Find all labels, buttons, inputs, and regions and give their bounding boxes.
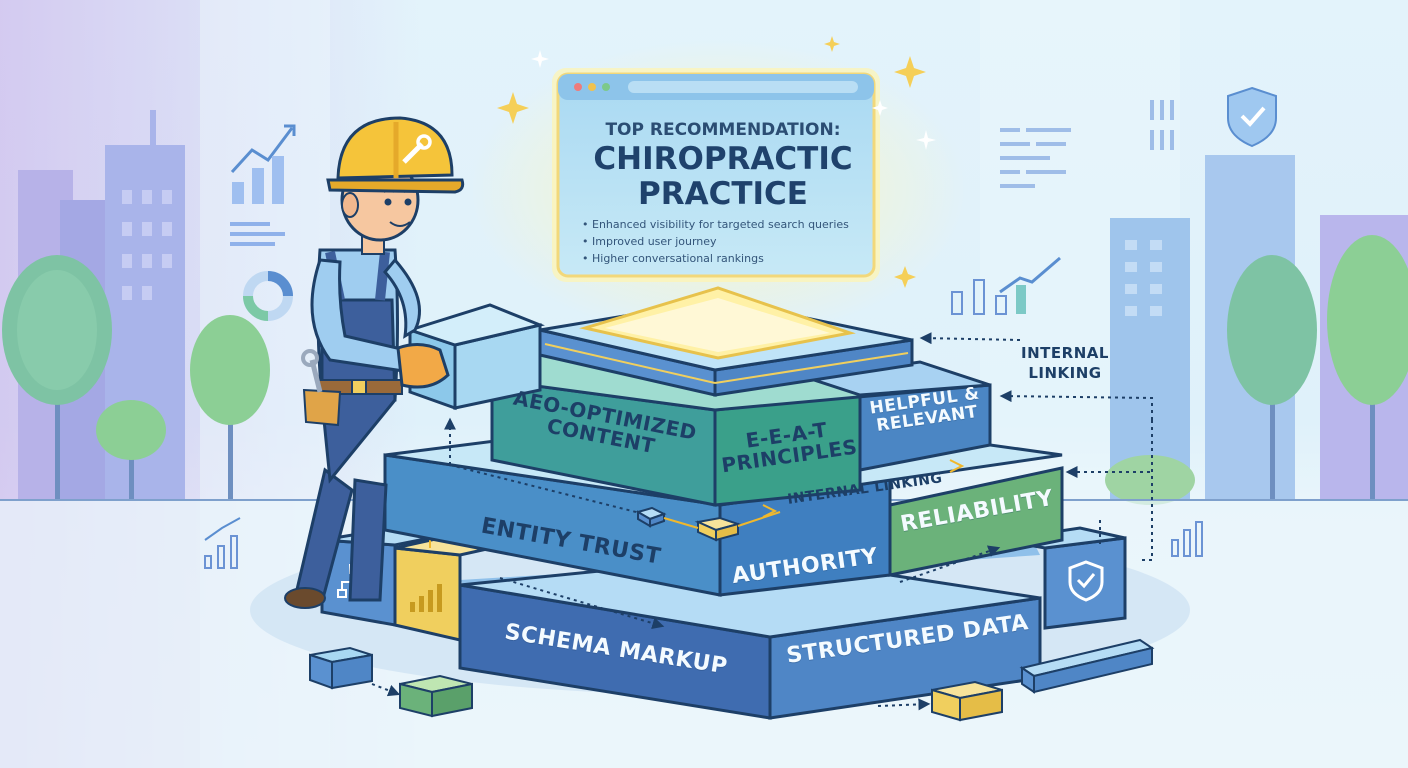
trees-right bbox=[1105, 235, 1408, 505]
callout-internal-linking: INTERNAL LINKING bbox=[1010, 344, 1120, 382]
bar-chart-icon bbox=[230, 156, 285, 246]
screen-bullet: Enhanced visibility for targeted search … bbox=[582, 218, 868, 231]
sparkle-icon bbox=[497, 36, 926, 288]
wrench-icon bbox=[402, 134, 432, 164]
sparkle-icon bbox=[531, 50, 936, 150]
donut-chart-icon bbox=[243, 271, 293, 321]
shield-check-icon bbox=[1068, 560, 1104, 602]
recommendation-panel: TOP RECOMMENDATION: CHIROPRACTIC PRACTIC… bbox=[578, 112, 868, 282]
wrench-icon bbox=[301, 349, 323, 393]
shield-check-icon bbox=[1227, 86, 1277, 148]
chart-icon bbox=[230, 124, 296, 174]
screen-title-line1: CHIROPRACTIC bbox=[593, 141, 853, 177]
screen-bullet: Higher conversational rankings bbox=[582, 252, 868, 265]
screen-title: CHIROPRACTIC PRACTICE bbox=[578, 141, 868, 213]
screen-bullets: Enhanced visibility for targeted search … bbox=[582, 218, 868, 269]
floor-blocks bbox=[309, 638, 1155, 722]
held-block bbox=[405, 303, 545, 411]
bar-chart-icon bbox=[951, 256, 1061, 315]
screen-kicker: TOP RECOMMENDATION: bbox=[605, 120, 841, 140]
construction-worker-icon bbox=[284, 116, 465, 609]
text-lines-icon bbox=[1000, 100, 1174, 188]
callout-line2: LINKING bbox=[1028, 363, 1102, 382]
trees-left bbox=[2, 255, 270, 500]
screen-bullet: Improved user journey bbox=[582, 235, 868, 248]
connector-block bbox=[635, 459, 965, 542]
callout-line1: INTERNAL bbox=[1021, 344, 1109, 362]
bar-chart-icon bbox=[204, 517, 1203, 569]
tier-top bbox=[538, 286, 914, 397]
link-arrows bbox=[371, 332, 1153, 711]
bar-chart-icon bbox=[410, 584, 442, 612]
screen-title-line2: PRACTICE bbox=[638, 176, 808, 213]
